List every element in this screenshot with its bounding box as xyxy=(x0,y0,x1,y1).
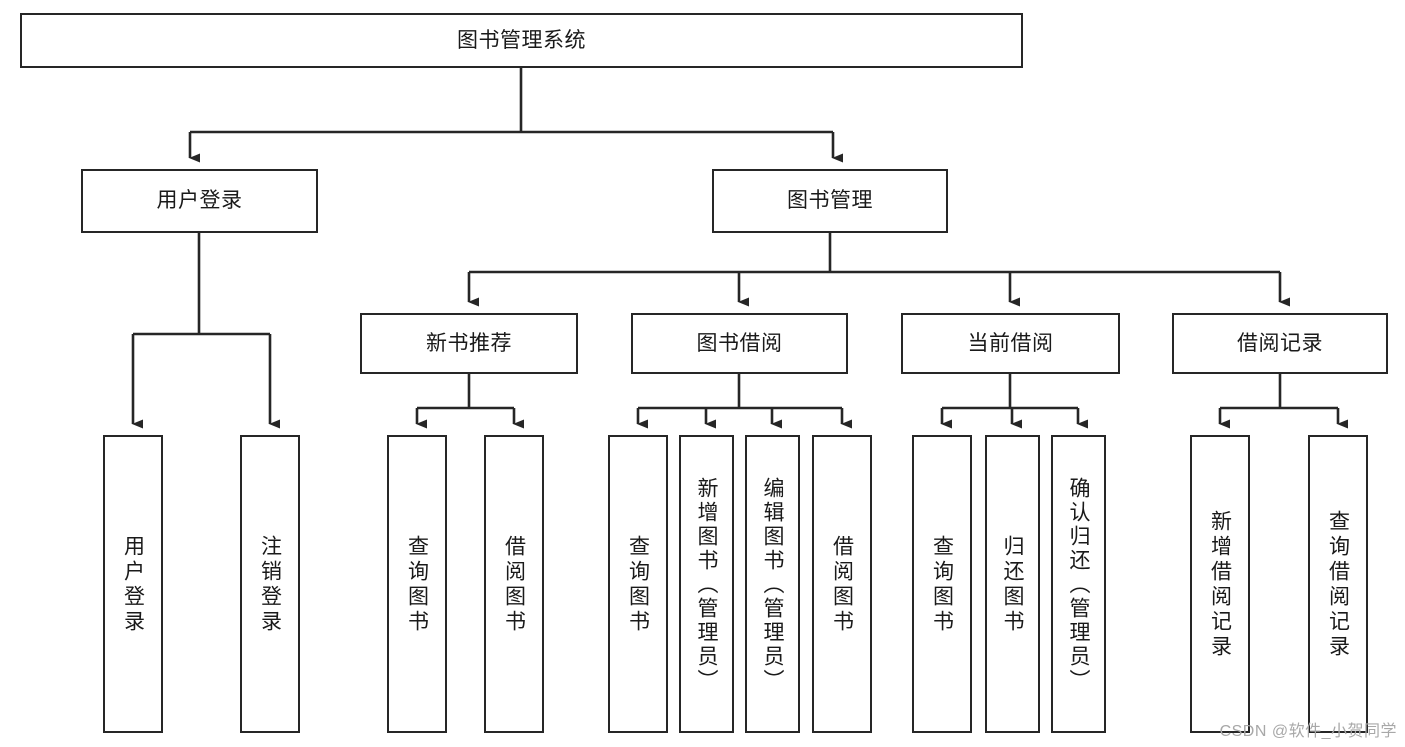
node-root-system[interactable]: 图书管理系统 xyxy=(20,13,1023,68)
node-book-borrow[interactable]: 图书借阅 xyxy=(631,313,848,374)
node-book-manage[interactable]: 图书管理 xyxy=(712,169,948,233)
node-new-book-recommend[interactable]: 新书推荐 xyxy=(360,313,578,374)
node-borrow-record[interactable]: 借阅记录 xyxy=(1172,313,1388,374)
csdn-watermark: CSDN @软件_小贺同学 xyxy=(1219,723,1397,740)
node-leaf-user-login[interactable]: 用户登录 xyxy=(103,435,163,733)
node-leaf-query-record[interactable]: 查询借阅记录 xyxy=(1308,435,1368,733)
node-leaf-query-book-2[interactable]: 查询图书 xyxy=(608,435,668,733)
node-user-login[interactable]: 用户登录 xyxy=(81,169,318,233)
node-leaf-return-book[interactable]: 归还图书 xyxy=(985,435,1040,733)
node-leaf-user-logout[interactable]: 注销登录 xyxy=(240,435,300,733)
node-leaf-borrow-book-1[interactable]: 借阅图书 xyxy=(484,435,544,733)
node-leaf-confirm-return[interactable]: 确认归还（管理员） xyxy=(1051,435,1106,733)
node-leaf-query-book-3[interactable]: 查询图书 xyxy=(912,435,972,733)
node-leaf-query-book-1[interactable]: 查询图书 xyxy=(387,435,447,733)
node-leaf-edit-book[interactable]: 编辑图书（管理员） xyxy=(745,435,800,733)
node-current-borrow[interactable]: 当前借阅 xyxy=(901,313,1120,374)
node-leaf-borrow-book-2[interactable]: 借阅图书 xyxy=(812,435,872,733)
node-leaf-add-book[interactable]: 新增图书（管理员） xyxy=(679,435,734,733)
node-leaf-add-record[interactable]: 新增借阅记录 xyxy=(1190,435,1250,733)
